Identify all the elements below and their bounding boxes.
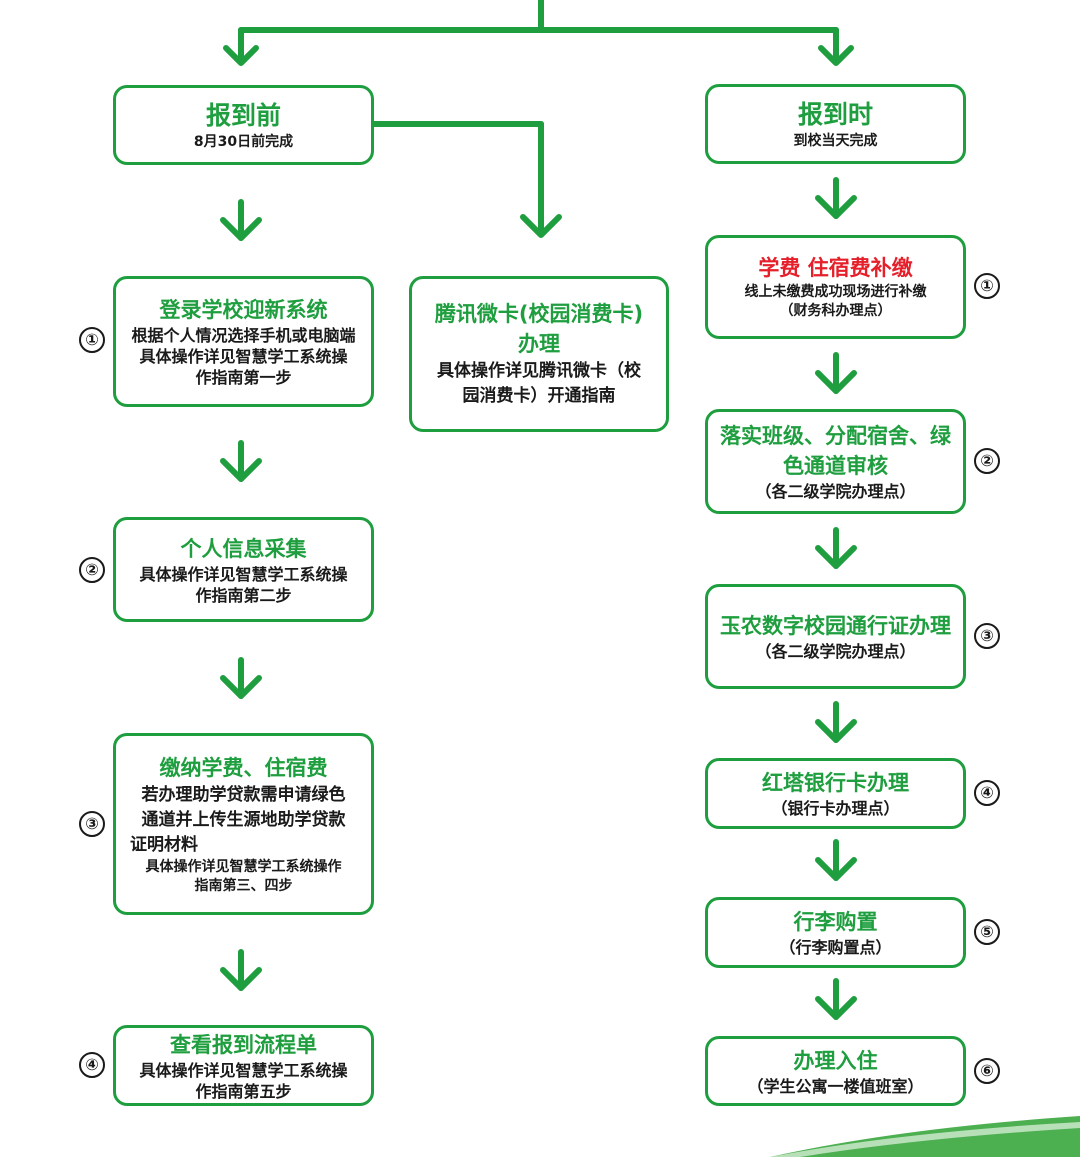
step-number-badge: ② [79, 557, 105, 583]
right-step-4-box: 红塔银行卡办理 （银行卡办理点） [705, 758, 966, 829]
step-line: （各二级学院办理点） [755, 642, 916, 661]
step-line: 通道并上传生源地助学贷款 [141, 809, 346, 830]
flow-arrow-head [815, 996, 857, 1020]
step-title: 学费 住宿费补缴 [758, 256, 913, 280]
stage-title: 报到前 [205, 100, 281, 130]
step-line: 作指南第二步 [195, 585, 292, 605]
flow-arrow-head [220, 675, 262, 699]
step-number-badge: ③ [974, 623, 1000, 649]
step-number-badge: ① [79, 327, 105, 353]
step-number-badge: ④ [79, 1052, 105, 1078]
step-line: 证明材料 [130, 834, 198, 855]
step-line: 线上未缴费成功现场进行补缴 [744, 284, 927, 300]
step-line: （行李购置点） [779, 938, 892, 957]
right-step-5-box: 行李购置 （行李购置点） [705, 897, 966, 968]
flow-arrow-head [220, 458, 262, 482]
step-title: 个人信息采集 [180, 536, 307, 561]
right-step-6-box: 办理入住 （学生公寓一楼值班室） [705, 1036, 966, 1106]
step-line: 指南第三、四步 [194, 877, 293, 894]
left-step-1-box: 登录学校迎新系统 根据个人情况选择手机或电脑端 具体操作详见智慧学工系统操 作指… [113, 276, 374, 407]
stage-title: 报到时 [797, 99, 873, 129]
flow-arrow-head [815, 857, 857, 881]
step-line: 具体操作详见腾讯微卡（校 [437, 361, 641, 381]
step-number-badge: ⑤ [974, 919, 1000, 945]
stage-subtitle: 到校当天完成 [793, 132, 878, 149]
left-step-2-box: 个人信息采集 具体操作详见智慧学工系统操 作指南第二步 [113, 517, 374, 622]
flow-arrow-head [815, 370, 857, 394]
stage-subtitle: 8月30日前完成 [193, 133, 294, 150]
step-title: 落实班级、分配宿舍、绿 [720, 424, 951, 448]
wechat-card-box: 腾讯微卡(校园消费卡) 办理 具体操作详见腾讯微卡（校 园消费卡）开通指南 [409, 276, 669, 432]
step-line: 根据个人情况选择手机或电脑端 [131, 326, 356, 345]
step-line: （财务科办理点） [779, 303, 892, 319]
step-line: 具体操作详见智慧学工系统操 [139, 347, 348, 366]
step-title: 查看报到流程单 [170, 1032, 317, 1057]
step-number-badge: ④ [974, 780, 1000, 806]
left-step-3-box: 缴纳学费、住宿费 若办理助学贷款需申请绿色 通道并上传生源地助学贷款 证明材料 … [113, 733, 374, 915]
flow-arrow-head [815, 195, 857, 219]
step-title: 玉农数字校园通行证办理 [720, 614, 951, 638]
step-title: 红塔银行卡办理 [762, 771, 909, 795]
step-title: 办理 [518, 332, 560, 356]
step-line: 具体操作详见智慧学工系统操作 [145, 858, 342, 875]
right-step-3-box: 玉农数字校园通行证办理 （各二级学院办理点） [705, 584, 966, 689]
step-title: 腾讯微卡(校园消费卡) [434, 302, 644, 326]
step-number-badge: ⑥ [974, 1058, 1000, 1084]
stage-box-on-arrival: 报到时 到校当天完成 [705, 84, 966, 164]
step-line: （银行卡办理点） [771, 799, 900, 818]
step-title: 行李购置 [793, 910, 878, 934]
right-step-1-box: 学费 住宿费补缴 线上未缴费成功现场进行补缴 （财务科办理点） [705, 235, 966, 339]
flow-arrow-head [220, 967, 262, 991]
step-title: 登录学校迎新系统 [159, 298, 328, 322]
right-step-2-box: 落实班级、分配宿舍、绿 色通道审核 （各二级学院办理点） [705, 409, 966, 514]
flow-arrow-head [220, 217, 262, 241]
step-line: 作指南第一步 [195, 368, 292, 387]
stage-box-before-arrival: 报到前 8月30日前完成 [113, 85, 374, 165]
step-number-badge: ③ [79, 811, 105, 837]
step-line: 若办理助学贷款需申请绿色 [141, 784, 346, 805]
step-number-badge: ① [974, 273, 1000, 299]
step-line: 作指南第五步 [195, 1081, 292, 1101]
flow-arrow-head [815, 719, 857, 743]
step-line: 具体操作详见智慧学工系统操 [139, 1060, 348, 1080]
step-line: （各二级学院办理点） [755, 482, 916, 501]
step-title: 缴纳学费、住宿费 [159, 755, 328, 780]
flow-arrow-head [815, 545, 857, 569]
step-line: （学生公寓一楼值班室） [747, 1076, 924, 1096]
step-number-badge: ② [974, 448, 1000, 474]
step-line: 园消费卡）开通指南 [462, 386, 616, 406]
step-title: 色通道审核 [783, 454, 888, 478]
step-line: 具体操作详见智慧学工系统操 [139, 564, 348, 584]
left-step-4-box: 查看报到流程单 具体操作详见智慧学工系统操 作指南第五步 [113, 1025, 374, 1106]
step-title: 办理入住 [793, 1048, 878, 1073]
